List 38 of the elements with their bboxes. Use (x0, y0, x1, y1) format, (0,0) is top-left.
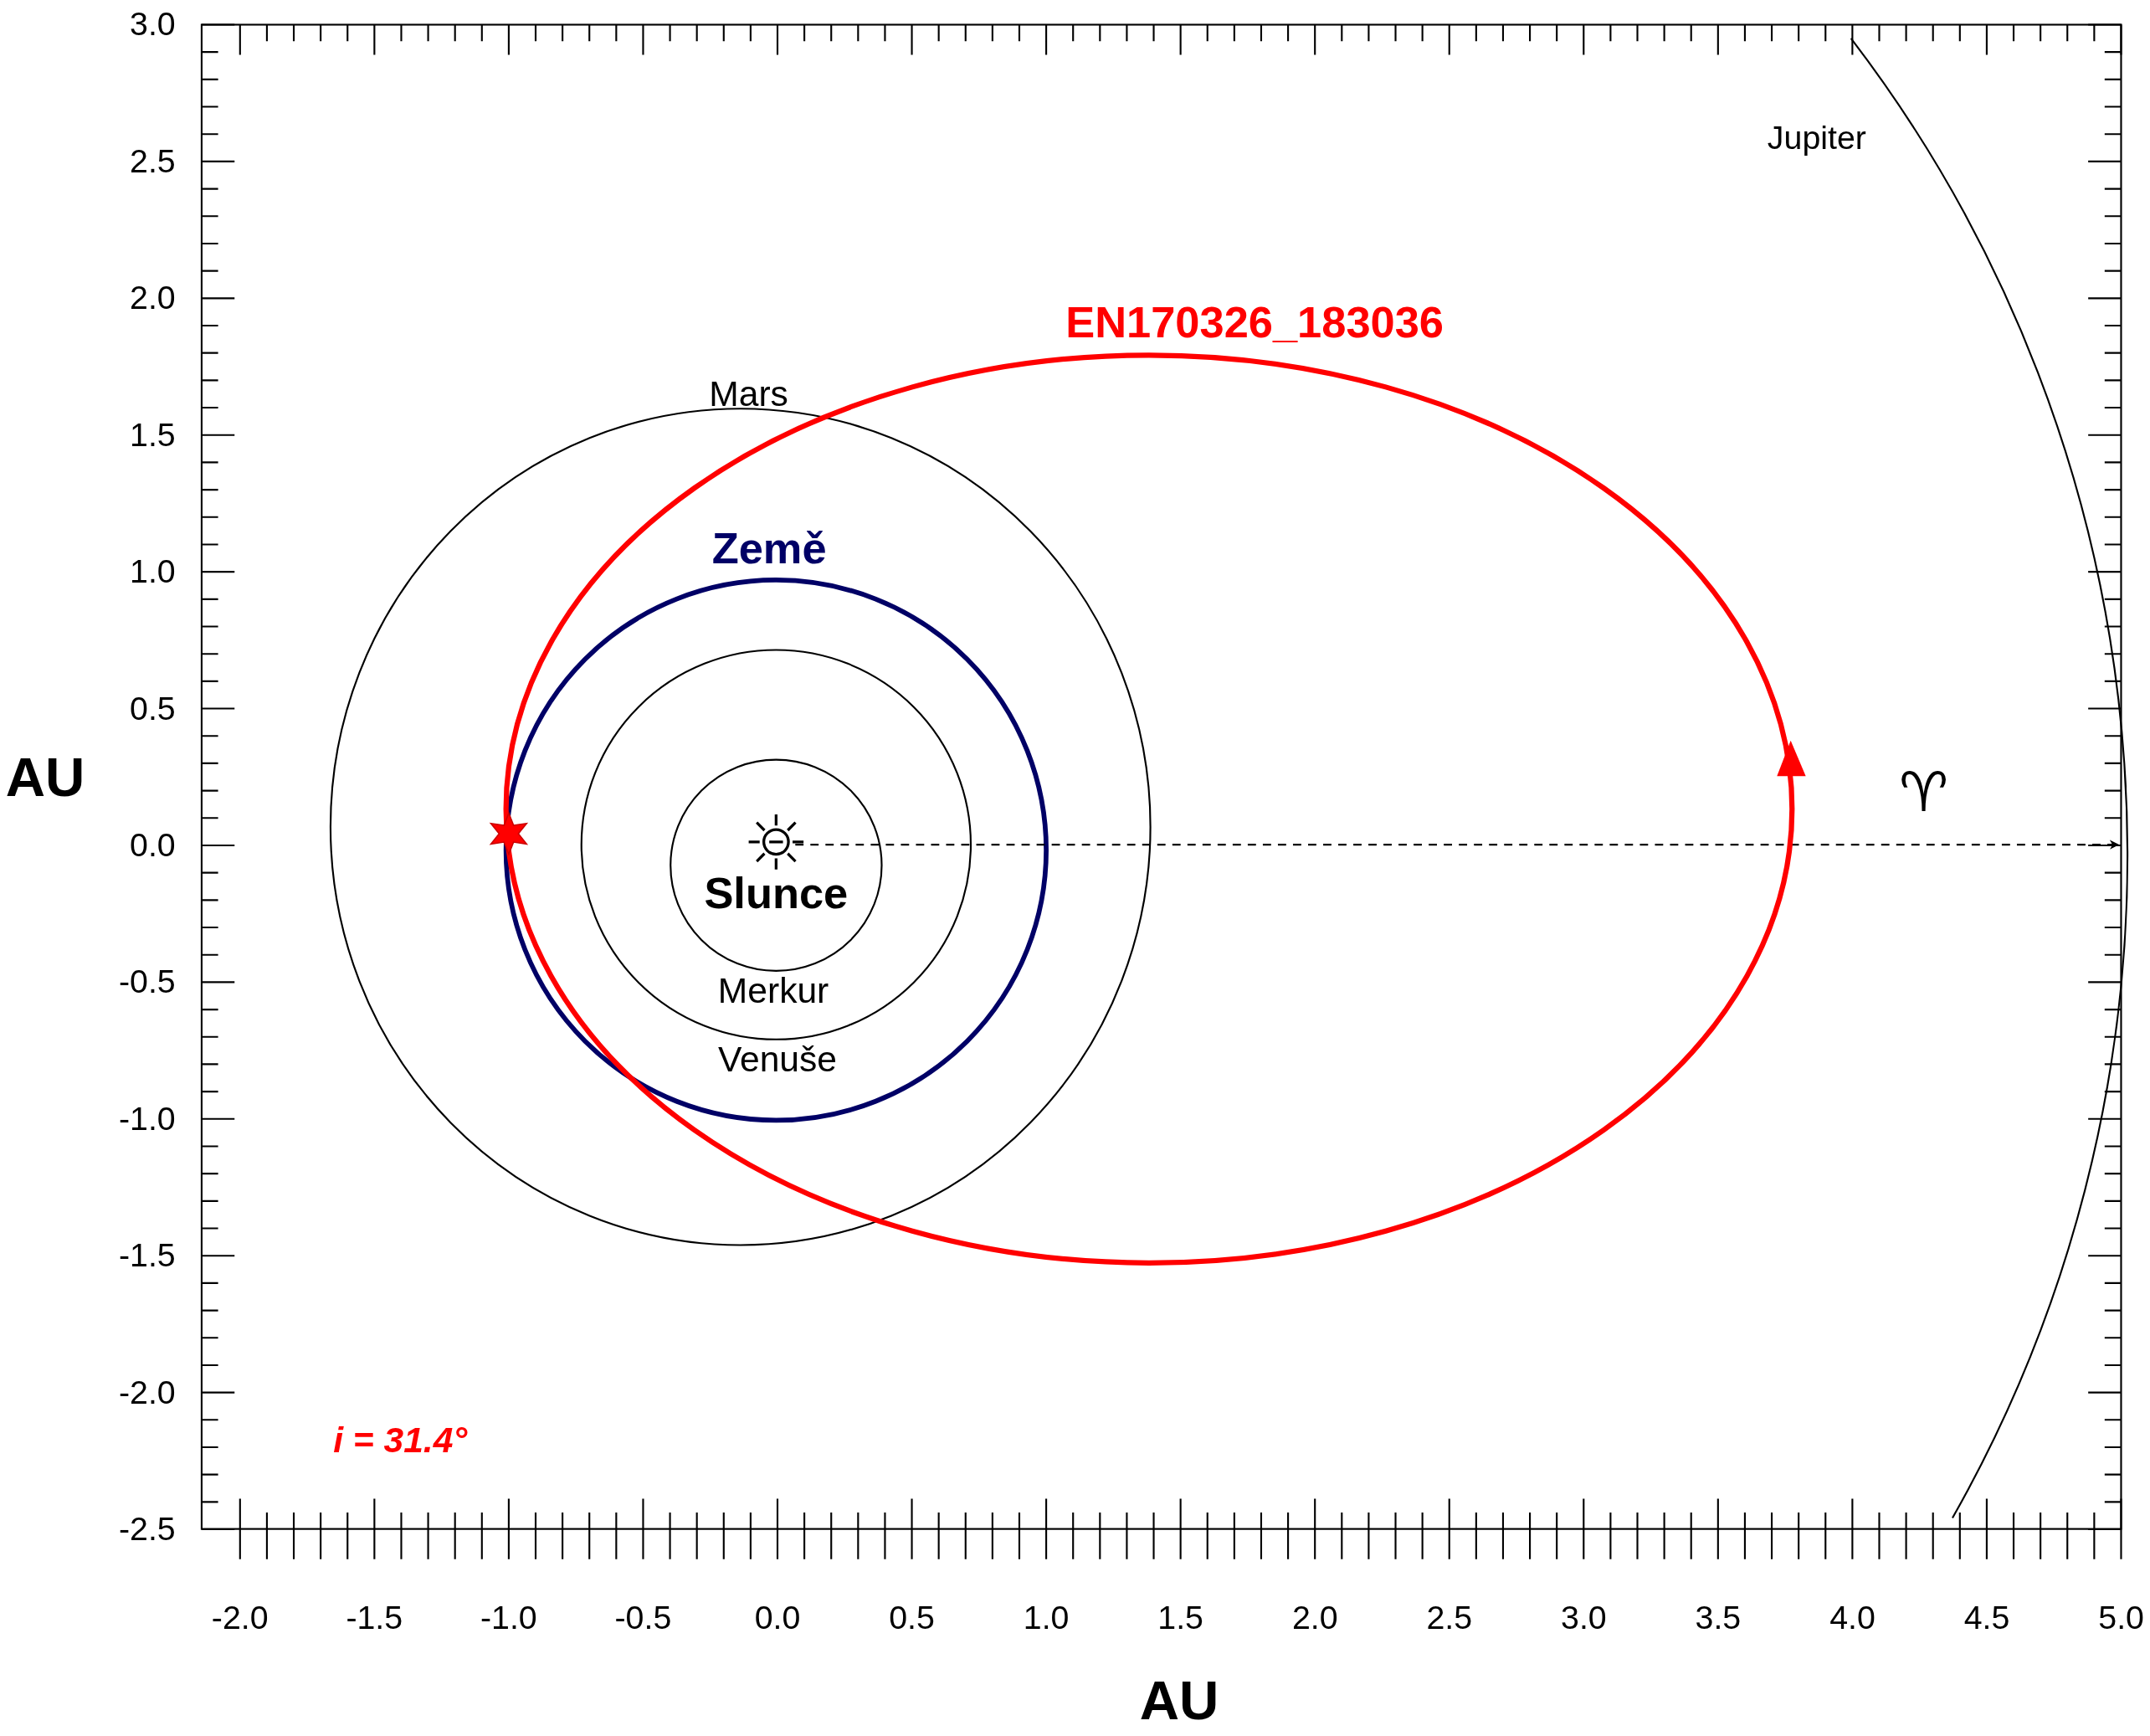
axis-title: AU (5, 750, 85, 805)
axis-tick-label: 4.5 (1963, 1601, 2010, 1635)
orbit-label: Země (711, 526, 827, 571)
axis-title: AU (1139, 1672, 1219, 1728)
orbit-label: Jupiter (1767, 121, 1866, 156)
axis-tick-label: 1.0 (1023, 1601, 1070, 1635)
axis-tick-label: -0.5 (614, 1601, 672, 1635)
axis-tick-label: 2.5 (1426, 1601, 1473, 1635)
orbit-label: Venuše (717, 1040, 837, 1077)
orbit-label: Mars (709, 375, 788, 412)
axis-tick-label: 0.5 (130, 691, 176, 726)
inclination-note: i = 31.4° (333, 1422, 468, 1458)
axis-tick-label: 3.5 (1695, 1601, 1742, 1635)
axis-tick-label: 1.5 (130, 419, 176, 452)
axis-tick-label: -2.5 (118, 1513, 176, 1546)
axis-tick-label: 2.0 (130, 281, 176, 315)
axis-tick-label: 2.0 (1291, 1601, 1338, 1635)
meteoroid-orbit-label: EN170326_183036 (1065, 300, 1444, 345)
axis-tick-label: -1.5 (346, 1601, 403, 1635)
axis-tick-label: -2.0 (211, 1601, 269, 1635)
axis-tick-label: 5.0 (2098, 1601, 2144, 1635)
axis-tick-label: 0.0 (130, 829, 176, 862)
axis-tick-label: 2.5 (130, 145, 176, 178)
axis-tick-label: 0.0 (754, 1601, 801, 1635)
axis-tick-label: 3.0 (130, 8, 176, 42)
axis-tick-label: -1.5 (118, 1239, 176, 1272)
axis-tick-label: 3.0 (1561, 1601, 1607, 1635)
orbit-label: Merkur (717, 972, 829, 1009)
axis-tick-label: -1.0 (480, 1601, 537, 1635)
axis-tick-label: 4.0 (1829, 1601, 1875, 1635)
axis-tick-label: -0.5 (118, 965, 176, 999)
sun-label: Slunce (704, 871, 849, 915)
axis-tick-label: -1.0 (118, 1102, 176, 1136)
axis-tick-label: 1.0 (130, 555, 176, 588)
axis-tick-label: -2.0 (118, 1376, 176, 1410)
axis-tick-label: 1.5 (1157, 1601, 1203, 1635)
vernal-equinox-symbol: ♈ (1899, 765, 1948, 820)
axis-tick-label: 0.5 (889, 1601, 935, 1635)
